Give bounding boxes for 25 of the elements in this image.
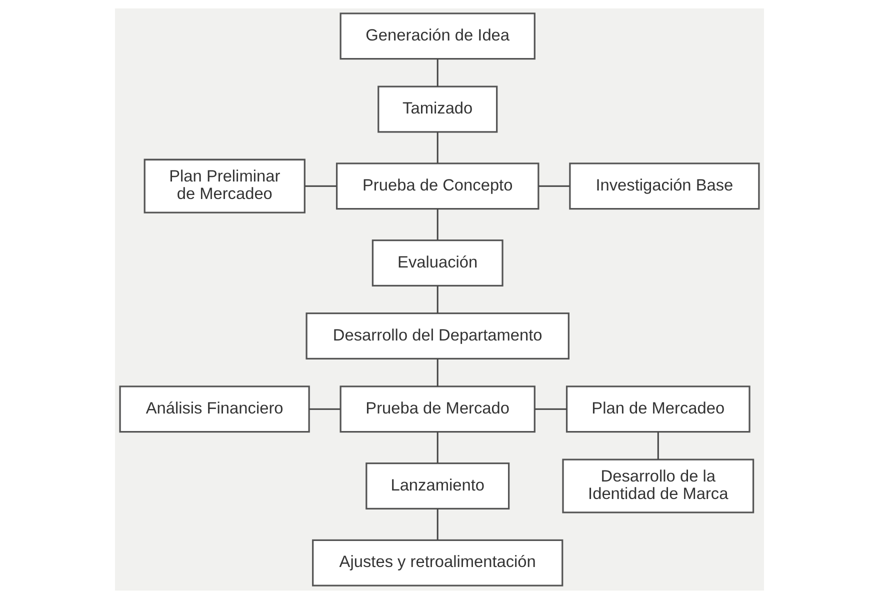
- node-box: Tamizado: [378, 86, 498, 133]
- node-box: Evaluación: [372, 239, 504, 286]
- node-box: Desarrollo de la Identidad de Marca: [562, 458, 754, 514]
- node-box: Plan Preliminar de Mercadeo: [144, 158, 306, 214]
- connector: [309, 408, 340, 410]
- connector: [436, 208, 438, 240]
- connector: [657, 432, 659, 460]
- node-box: Investigación Base: [569, 162, 760, 210]
- connector: [436, 286, 438, 314]
- node-box: Análisis Financiero: [119, 386, 310, 433]
- node-box: Desarrollo del Departamento: [306, 312, 570, 360]
- node-box: Ajustes y retroalimentación: [312, 539, 564, 586]
- connector: [436, 358, 438, 386]
- connector: [436, 508, 438, 540]
- connector: [436, 58, 438, 87]
- node-box: Plan de Mercadeo: [566, 386, 750, 433]
- connector: [538, 185, 570, 187]
- connector: [304, 185, 337, 187]
- connector: [436, 432, 438, 464]
- node-box: Generación de Idea: [340, 12, 536, 60]
- connector: [534, 408, 567, 410]
- node-box: Prueba de Concepto: [336, 162, 540, 210]
- node-box: Prueba de Mercado: [340, 386, 536, 433]
- node-box: Lanzamiento: [366, 462, 510, 510]
- connector: [436, 132, 438, 164]
